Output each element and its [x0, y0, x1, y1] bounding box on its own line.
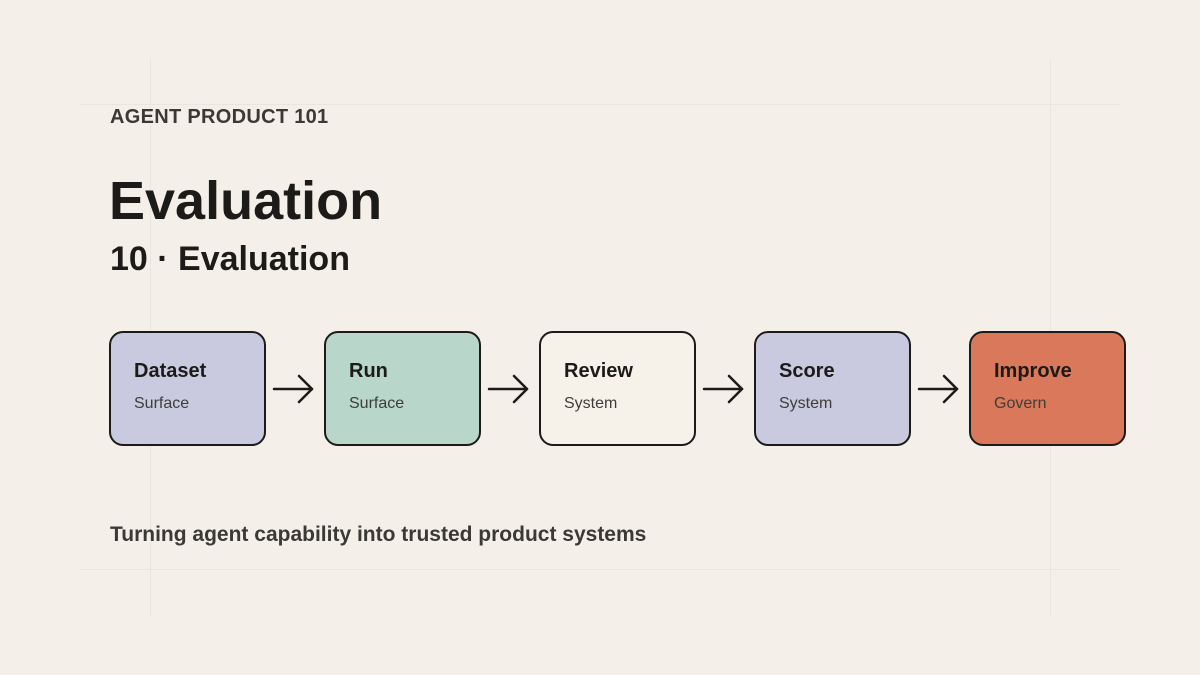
flow-step-review: Review System	[539, 331, 696, 446]
flow-step-run: Run Surface	[324, 331, 481, 446]
flow-step-dataset: Dataset Surface	[109, 331, 266, 446]
flow-step-sublabel: Surface	[134, 395, 190, 412]
flow-step-label: Run	[349, 360, 388, 382]
page-subtitle: 10 · Evaluation	[110, 240, 350, 278]
flow-step-label: Score	[779, 360, 835, 382]
arrow-right-icon	[487, 374, 529, 404]
flow-step-label: Improve	[994, 360, 1072, 382]
arrow-right-icon	[702, 374, 744, 404]
page-title: Evaluation	[109, 171, 383, 231]
flow-step-improve: Improve Govern	[969, 331, 1126, 446]
flow-step-sublabel: Govern	[994, 395, 1047, 412]
flow-step-sublabel: Surface	[349, 395, 405, 412]
tagline: Turning agent capability into trusted pr…	[110, 523, 647, 546]
flow-step-label: Dataset	[134, 360, 207, 382]
flow-step-score: Score System	[754, 331, 911, 446]
flow-step-label: Review	[564, 360, 633, 382]
guide-line-bottom	[80, 569, 1120, 570]
flow-step-sublabel: System	[779, 395, 833, 412]
arrow-right-icon	[272, 374, 314, 404]
flow-step-sublabel: System	[564, 395, 618, 412]
arrow-right-icon	[917, 374, 959, 404]
course-eyebrow: AGENT PRODUCT 101	[110, 106, 329, 128]
guide-line-top	[80, 104, 1120, 105]
